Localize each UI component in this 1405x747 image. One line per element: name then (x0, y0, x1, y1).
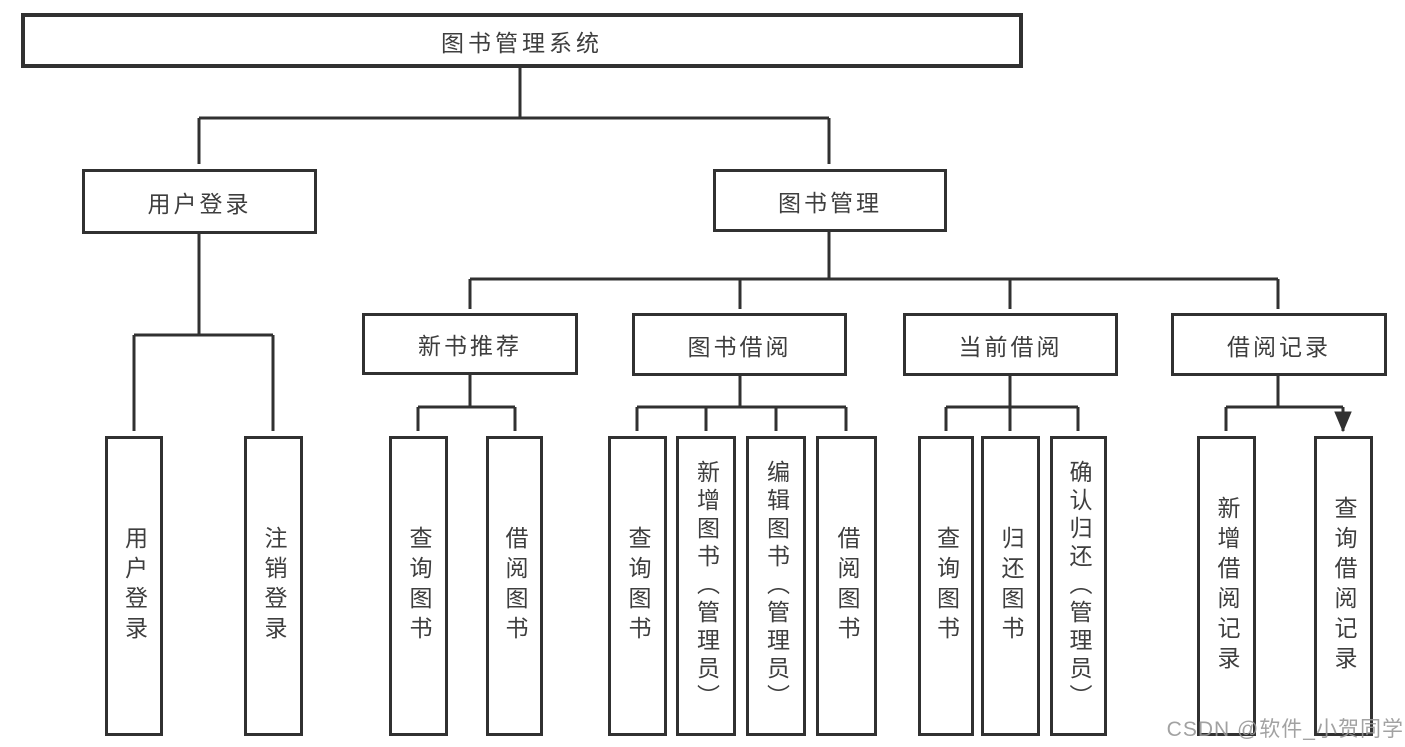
leaf-borrow-books: 借阅图书 (816, 436, 877, 736)
node-label: 新书推荐 (418, 333, 522, 359)
leaf-add-borrow-record: 新增借阅记录 (1197, 436, 1256, 736)
leaf-query-borrow-record: 查询借阅记录 (1314, 436, 1373, 736)
leaf-label: 借阅图书 (834, 526, 860, 646)
leaf-label: 确认归还（管理员） (1066, 460, 1092, 712)
leaf-logout: 注销登录 (244, 436, 303, 736)
leaf-query-books: 查询图书 (918, 436, 974, 736)
leaf-label: 查询借阅记录 (1331, 496, 1357, 676)
node-label: 图书管理 (778, 189, 882, 216)
csdn-watermark: CSDN @软件_小贺同学 (1166, 718, 1404, 741)
leaf-add-books-admin: 新增图书（管理员） (676, 436, 736, 736)
node-book-borrow: 图书借阅 (632, 313, 847, 376)
leaf-label: 注销登录 (261, 526, 287, 646)
leaf-label: 新增图书（管理员） (693, 460, 720, 712)
arrowheads (132, 118, 1343, 431)
node-label: 借阅记录 (1227, 333, 1331, 360)
leaf-label: 新增借阅记录 (1214, 496, 1240, 676)
node-current-borrow: 当前借阅 (903, 313, 1118, 376)
leaf-borrow-books: 借阅图书 (486, 436, 543, 736)
leaf-query-books: 查询图书 (389, 436, 448, 736)
node-book-management: 图书管理 (713, 169, 947, 232)
leaf-confirm-return-admin: 确认归还（管理员） (1050, 436, 1107, 736)
node-user-login: 用户登录 (82, 169, 317, 234)
leaf-label: 查询图书 (625, 526, 651, 646)
leaf-label: 查询图书 (933, 526, 960, 646)
leaf-label: 用户登录 (121, 526, 148, 646)
node-library-management-system: 图书管理系统 (21, 13, 1023, 68)
node-new-book-recommend: 新书推荐 (362, 313, 578, 375)
node-label: 当前借阅 (958, 333, 1063, 360)
node-label: 用户登录 (147, 190, 252, 217)
leaf-edit-books-admin: 编辑图书（管理员） (746, 436, 806, 736)
node-label: 图书管理系统 (441, 29, 603, 56)
leaf-user-login: 用户登录 (105, 436, 163, 736)
leaf-query-books: 查询图书 (608, 436, 667, 736)
node-label: 图书借阅 (687, 333, 792, 360)
leaf-return-books: 归还图书 (981, 436, 1040, 736)
leaf-label: 查询图书 (406, 526, 432, 646)
leaf-label: 归还图书 (998, 526, 1024, 646)
leaf-label: 编辑图书（管理员） (763, 460, 790, 712)
leaf-label: 借阅图书 (502, 526, 528, 646)
node-borrow-records: 借阅记录 (1171, 313, 1387, 376)
